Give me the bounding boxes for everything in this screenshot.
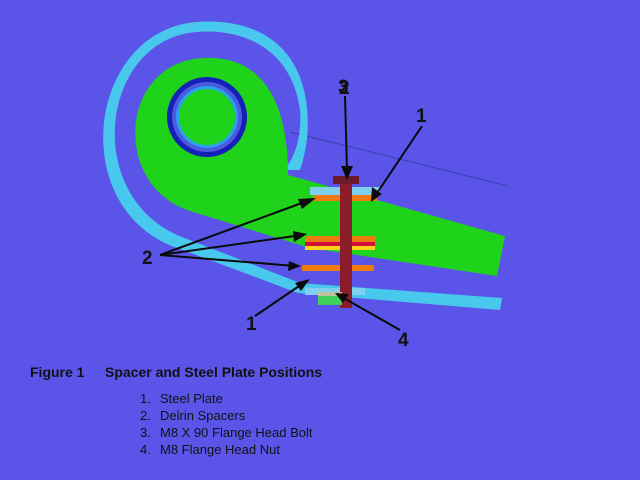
callout-1-top: 1 [416, 106, 427, 127]
legend-item: 3.M8 X 90 Flange Head Bolt [140, 425, 313, 440]
spacer-plate-diagram: 2 3 1 2 1 4 [103, 21, 509, 351]
flange-head-bolt [333, 176, 359, 184]
flange-head-nut [318, 295, 342, 305]
bolt-shank [340, 178, 352, 308]
parts-legend: 1.Steel Plate 2.Delrin Spacers 3.M8 X 90… [140, 390, 312, 458]
callout-1-bottom: 1 [246, 314, 257, 335]
outer-wrap-leaf [103, 21, 503, 311]
callout-2: 2 [142, 248, 153, 269]
legend-item: 2.Delrin Spacers [140, 408, 246, 423]
legend-item: 4.M8 Flange Head Nut [140, 442, 280, 457]
callout-4: 4 [398, 330, 409, 351]
arrowheads [288, 166, 382, 303]
figure-caption: Figure 1 Spacer and Steel Plate Position… [30, 364, 322, 380]
eye-bushing-core [179, 89, 235, 145]
figure-number: Figure 1 [30, 364, 85, 380]
callout-3: 3 [338, 77, 349, 98]
legend-item: 1.Steel Plate [140, 391, 223, 406]
leader-lines [159, 95, 423, 331]
steel-plate-bottom [305, 288, 365, 295]
fastener-stack [302, 176, 380, 308]
figure-title: Spacer and Steel Plate Positions [105, 364, 323, 380]
delrin-spacer-bottom [302, 265, 374, 271]
nut-flange [318, 292, 342, 296]
svg-text:2: 2 [339, 78, 350, 99]
